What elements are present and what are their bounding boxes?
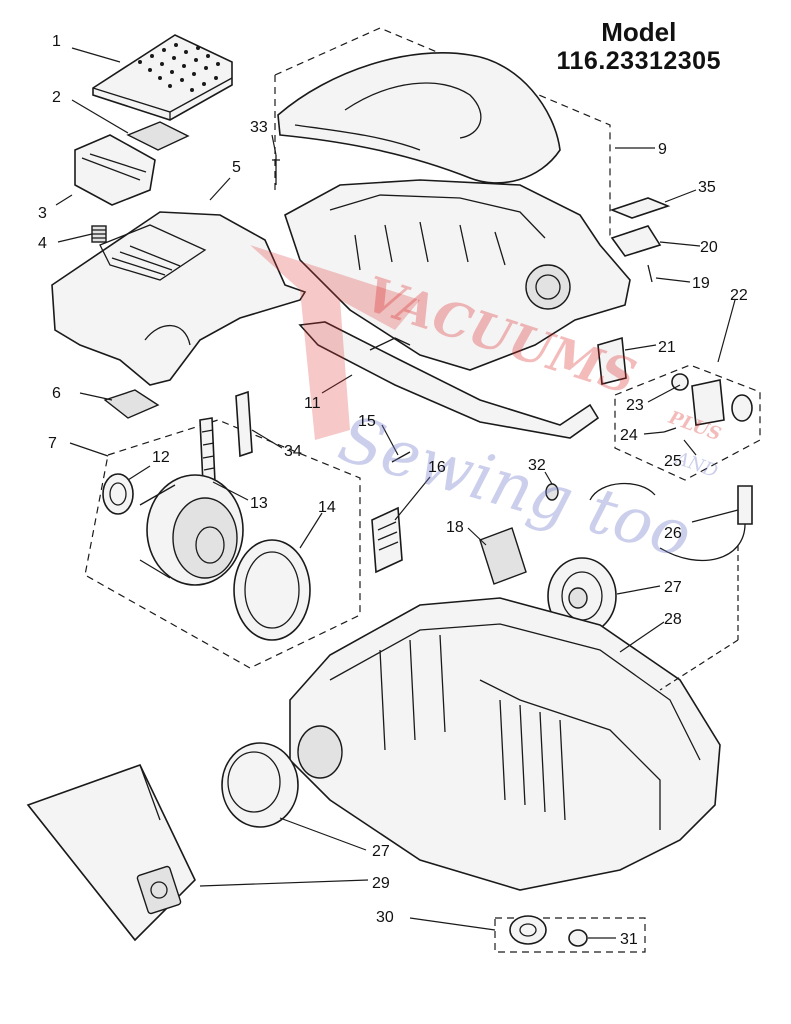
part-circuit-16 <box>371 506 403 574</box>
part-strip-13 <box>199 417 216 485</box>
callout-19: 19 <box>692 275 710 292</box>
callout-31: 31 <box>620 931 638 948</box>
part-24 <box>663 427 677 433</box>
part-spring <box>91 225 107 243</box>
callout-21: 21 <box>658 339 676 356</box>
part-wheel-27b <box>221 742 299 828</box>
model-title: Model 116.23312305 <box>556 17 721 76</box>
part-top-housing <box>51 211 307 386</box>
part-base-canister <box>289 597 721 891</box>
part-bumper <box>298 321 600 439</box>
callout-32: 32 <box>528 457 546 474</box>
model-number: 116.23312305 <box>556 47 721 76</box>
watermark-v-shape <box>250 245 420 440</box>
callout-35: 35 <box>698 179 716 196</box>
callout-labels: 1 2 3 4 5 6 7 9 11 12 13 14 15 16 18 19 … <box>38 33 748 948</box>
callout-30: 30 <box>376 909 394 926</box>
model-title-line1: Model <box>601 17 677 47</box>
callout-6: 6 <box>52 385 61 402</box>
part-15 <box>391 451 411 463</box>
callout-5: 5 <box>232 159 241 176</box>
part-top-cover <box>277 52 561 184</box>
part-filter-pad-2 <box>126 121 190 151</box>
callout-23: 23 <box>626 397 644 414</box>
part-screw-33 <box>272 155 280 185</box>
part-upper-body <box>284 179 631 371</box>
part-cord-reel-22 <box>671 373 753 426</box>
assembly-box-30 <box>494 917 646 953</box>
part-20 <box>610 225 662 257</box>
assembly-box-9 <box>274 27 621 241</box>
callout-7: 7 <box>48 435 57 452</box>
callout-27b: 27 <box>372 843 390 860</box>
callout-15: 15 <box>358 413 376 430</box>
callout-28: 28 <box>664 611 682 628</box>
callout-20: 20 <box>700 239 718 256</box>
callout-25: 25 <box>664 453 682 470</box>
callout-14: 14 <box>318 499 336 516</box>
callout-26: 26 <box>664 525 682 542</box>
callout-1: 1 <box>52 33 61 50</box>
callout-4: 4 <box>38 235 47 252</box>
callout-18: 18 <box>446 519 464 536</box>
part-motor-mount <box>102 473 134 515</box>
part-21 <box>597 336 627 386</box>
callout-13: 13 <box>250 495 268 512</box>
part-filter-18 <box>479 527 527 585</box>
callout-16: 16 <box>428 459 446 476</box>
callout-12: 12 <box>152 449 170 466</box>
callout-11: 11 <box>304 395 321 412</box>
part-30 <box>509 915 547 945</box>
part-pad-6 <box>103 389 160 419</box>
part-clip-34 <box>235 390 253 458</box>
callout-27a: 27 <box>664 579 682 596</box>
part-exhaust-cover <box>74 134 156 206</box>
part-gasket <box>233 539 311 641</box>
part-35 <box>609 197 671 219</box>
part-cord-26 <box>589 482 753 562</box>
leader-lines <box>55 47 739 939</box>
part-31 <box>568 929 588 947</box>
callout-9: 9 <box>658 141 667 158</box>
callout-29: 29 <box>372 875 390 892</box>
assembly-box-22 <box>614 364 761 481</box>
part-motor <box>139 474 244 586</box>
part-filter-cover <box>92 34 233 121</box>
callout-3: 3 <box>38 205 47 222</box>
callout-34: 34 <box>284 443 302 460</box>
part-19 <box>647 264 653 283</box>
callout-22: 22 <box>730 287 748 304</box>
callout-2: 2 <box>52 89 61 106</box>
callout-24: 24 <box>620 427 638 444</box>
callout-33: 33 <box>250 119 268 136</box>
part-dust-bag <box>26 764 196 942</box>
